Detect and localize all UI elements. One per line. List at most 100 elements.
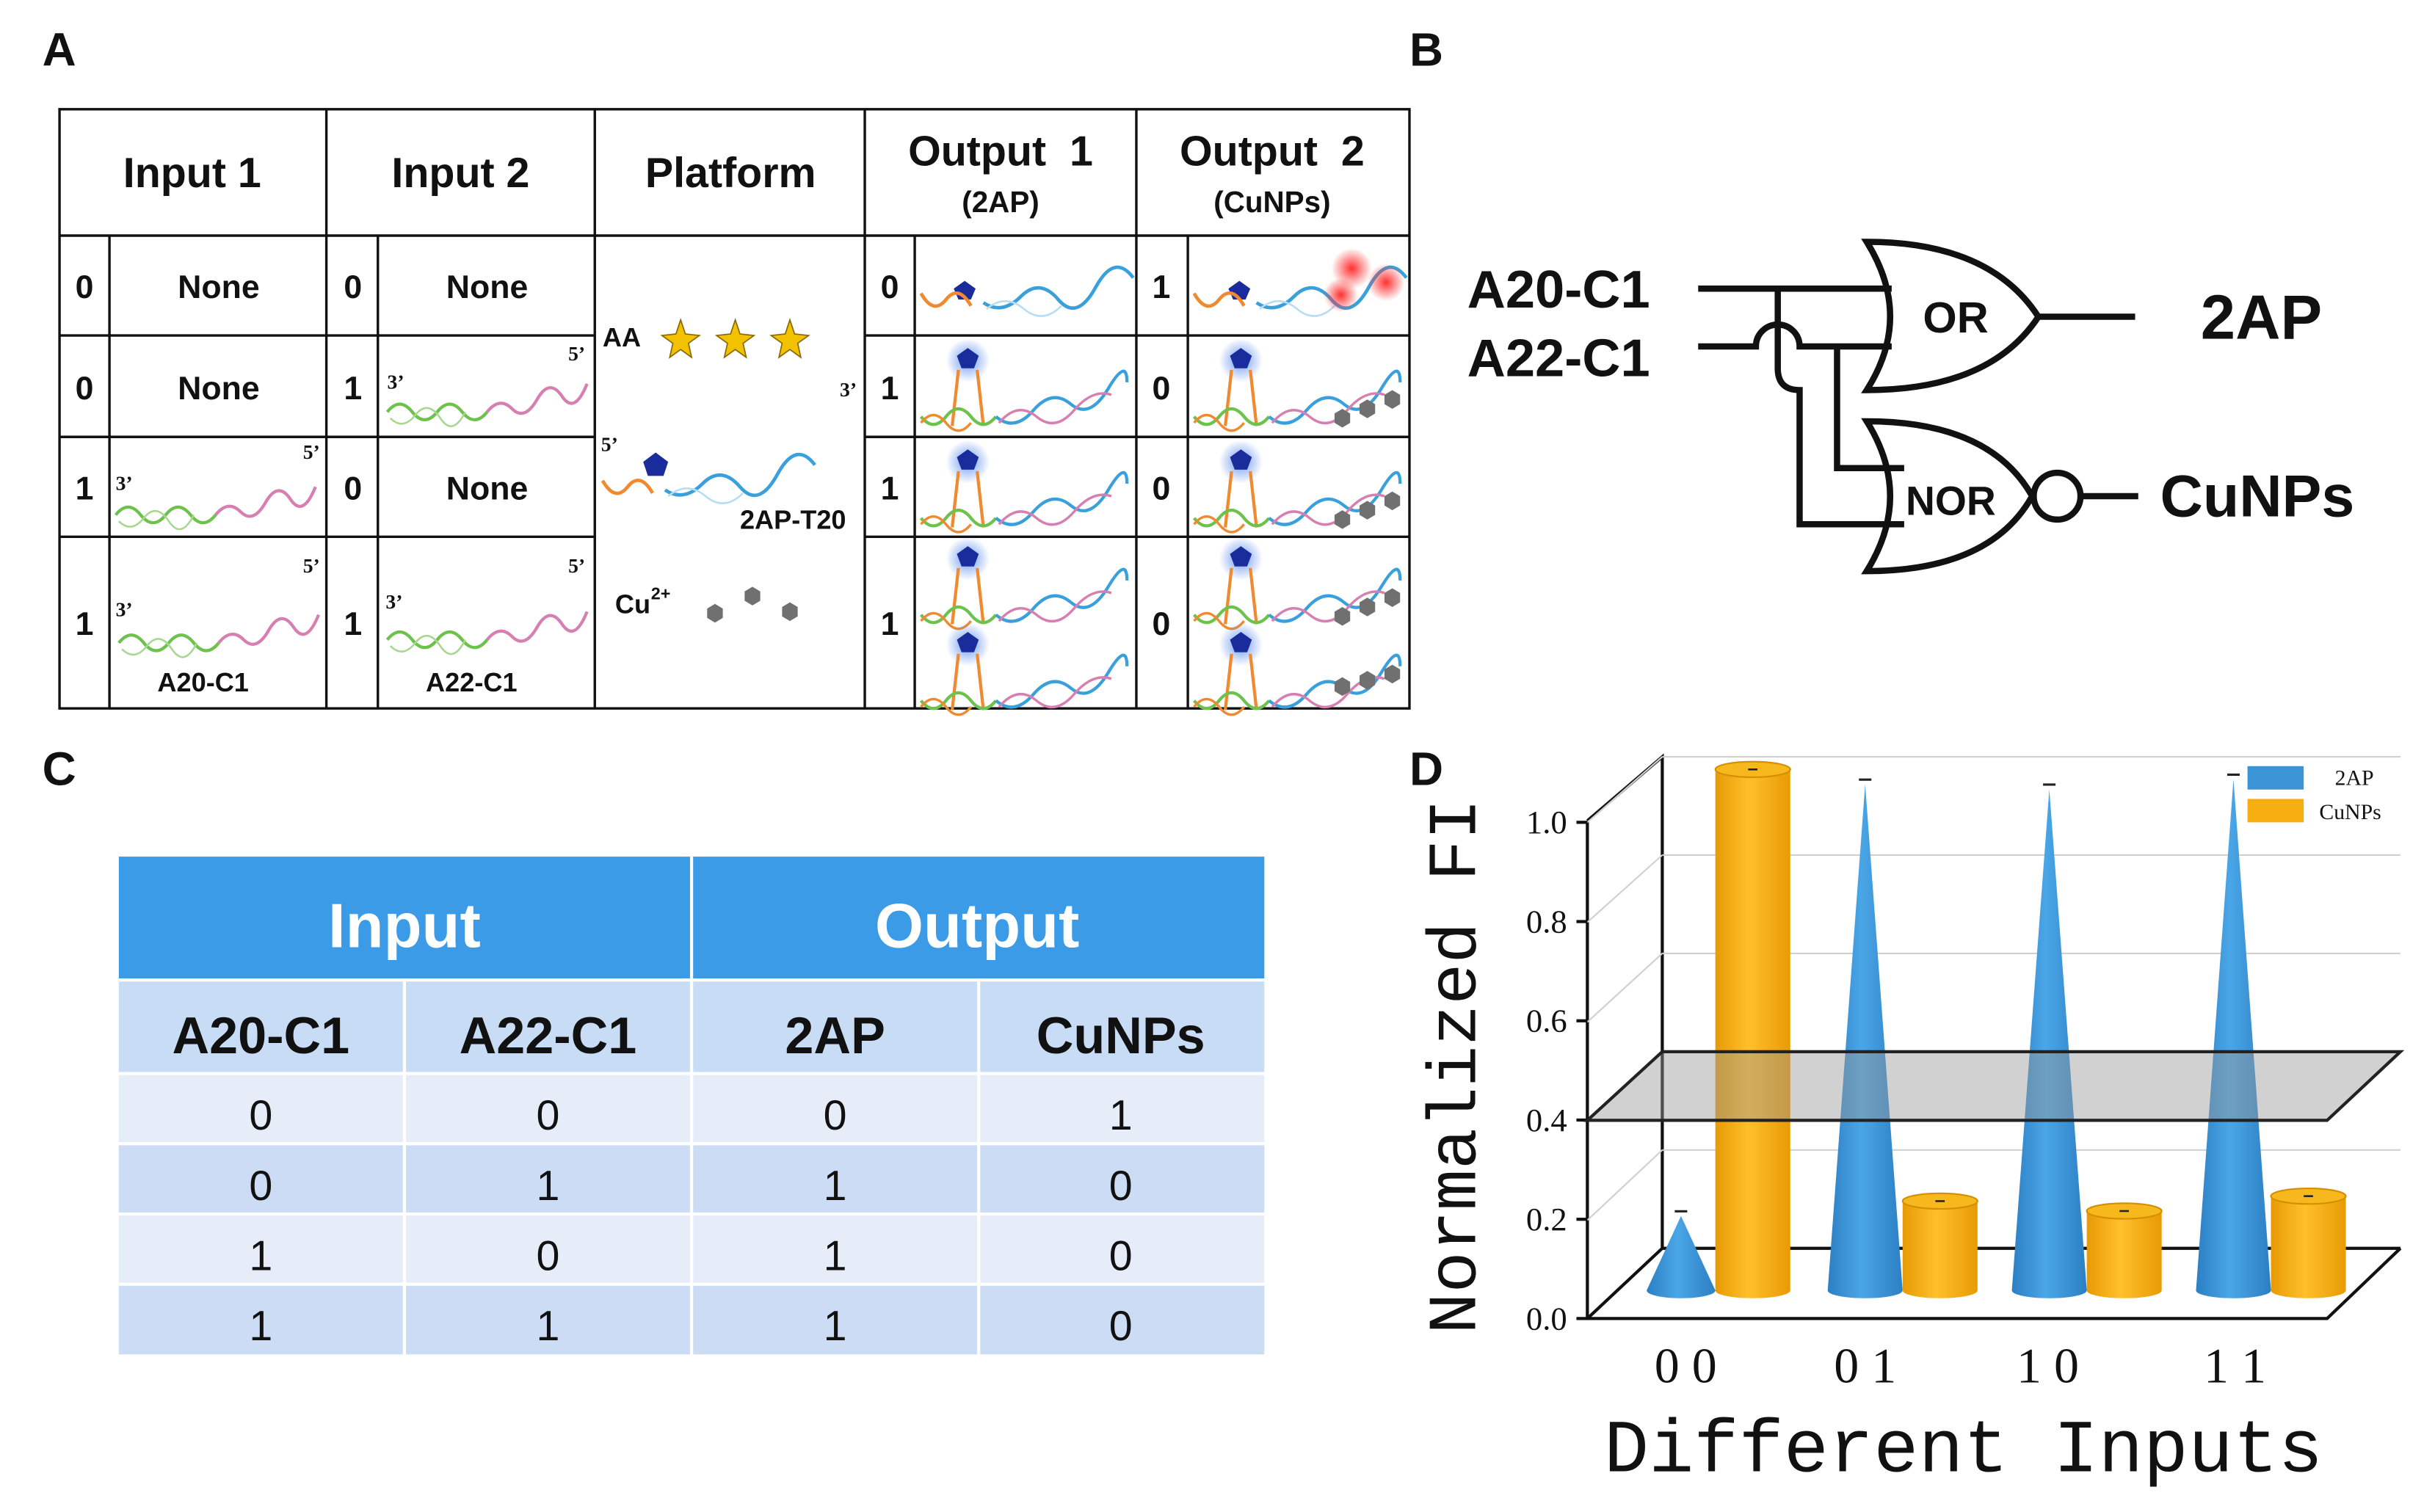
table-cell: 0 bbox=[537, 1092, 560, 1139]
table-cell: 1 bbox=[824, 1232, 847, 1279]
chart: 0.00.20.40.60.81.0 Normalized FI Differe… bbox=[1418, 753, 2405, 1494]
nor-gate-label: NOR bbox=[1906, 479, 1996, 524]
complex-with-cu-icon bbox=[1194, 338, 1401, 430]
table-cell: 1 bbox=[537, 1303, 560, 1350]
panel-label-c: C bbox=[43, 742, 76, 795]
end-3-label: 3’ bbox=[840, 378, 857, 401]
table-cell: 0 bbox=[537, 1232, 560, 1279]
table-cell: 1 bbox=[824, 1303, 847, 1350]
probe-label: 2AP-T20 bbox=[740, 505, 846, 535]
or-gate-label: OR bbox=[1923, 293, 1988, 342]
output-1-graphics bbox=[921, 267, 1133, 715]
row3-output1-value: 1 bbox=[881, 470, 899, 506]
y-tick-label: 0.6 bbox=[1526, 1003, 1567, 1039]
row3-input1-value: 1 bbox=[76, 470, 94, 506]
complex-icon bbox=[921, 622, 1128, 714]
legend-swatch-2ap bbox=[2247, 766, 2304, 790]
table-cell: 1 bbox=[537, 1163, 560, 1210]
x-axis-label: Different Inputs bbox=[1604, 1409, 2323, 1494]
legend-label-cunps: CuNPs bbox=[2319, 800, 2381, 824]
row3-input2-label: None bbox=[446, 470, 529, 506]
end-3-label: 3’ bbox=[388, 370, 404, 393]
panel-a-table bbox=[58, 108, 1411, 710]
end-5-label: 5’ bbox=[601, 432, 618, 455]
complex-icon bbox=[921, 537, 1128, 628]
y-tick-label: 1.0 bbox=[1526, 804, 1567, 840]
header-platform: Platform bbox=[645, 150, 816, 197]
col-header-a20: A20-C1 bbox=[172, 1006, 349, 1064]
bar-cunps bbox=[2086, 1210, 2162, 1298]
complex-with-cu-icon bbox=[1194, 622, 1401, 714]
panel-label-b: B bbox=[1409, 23, 1443, 76]
y-tick-label: 0.8 bbox=[1526, 903, 1567, 939]
table-cell: 1 bbox=[1109, 1092, 1133, 1139]
logic-circuit bbox=[1698, 239, 2138, 575]
bar-2ap bbox=[2196, 779, 2271, 1298]
bar-cunps bbox=[1715, 769, 1790, 1298]
x-tick-label: 1 0 bbox=[2017, 1338, 2079, 1394]
row2-input2-value: 1 bbox=[344, 371, 362, 407]
probe-with-nanoparticles-icon bbox=[1194, 248, 1407, 316]
y-tick-label: 0.2 bbox=[1526, 1201, 1567, 1237]
table-cell: 1 bbox=[824, 1163, 847, 1210]
y-axis-ticks: 0.00.20.40.60.81.0 bbox=[1526, 804, 1588, 1337]
cu-ion-icon bbox=[707, 586, 798, 623]
end-5-label: 5’ bbox=[303, 554, 320, 577]
output-2ap-label: 2AP bbox=[2201, 283, 2322, 352]
header-output-2: Output 2 bbox=[1180, 128, 1365, 175]
end-3-label: 3’ bbox=[116, 598, 133, 621]
complex-with-cu-icon bbox=[1194, 537, 1401, 628]
y-axis-label: Normalized FI bbox=[1418, 799, 1496, 1334]
complex-icon bbox=[921, 440, 1128, 532]
table-cell: 0 bbox=[824, 1092, 847, 1139]
bar-2ap bbox=[1827, 784, 1903, 1298]
panel-label-d: D bbox=[1409, 742, 1443, 795]
col-header-a22: A22-C1 bbox=[460, 1006, 637, 1064]
platform-cell: AA 2AP-T20 Cu 2+ bbox=[603, 318, 846, 623]
star-icon bbox=[660, 318, 810, 359]
table-cell: 0 bbox=[249, 1092, 272, 1139]
table-cell: 0 bbox=[1109, 1163, 1133, 1210]
row1-input2-value: 0 bbox=[344, 269, 362, 305]
header-output-1-sub: (2AP) bbox=[962, 185, 1039, 219]
group-header-input: Input bbox=[328, 891, 481, 961]
a22-c1-label: A22-C1 bbox=[426, 667, 517, 697]
row2-output1-value: 1 bbox=[881, 371, 899, 407]
row1-output2-value: 1 bbox=[1153, 269, 1171, 305]
row4-input1-value: 1 bbox=[76, 606, 94, 642]
end-3-label: 3’ bbox=[385, 590, 402, 613]
legend-swatch-cunps bbox=[2247, 799, 2304, 823]
or-gate-icon bbox=[1861, 239, 2042, 393]
bar-2ap bbox=[2011, 789, 2087, 1298]
input-a20-label: A20-C1 bbox=[1467, 261, 1650, 319]
output-cunps-label: CuNPs bbox=[2160, 464, 2355, 530]
x-tick-label: 0 0 bbox=[1655, 1338, 1717, 1394]
col-header-2ap: 2AP bbox=[785, 1006, 885, 1064]
cu-label: Cu bbox=[615, 589, 650, 619]
row1-input1-label: None bbox=[178, 269, 260, 305]
row1-input1-value: 0 bbox=[76, 269, 94, 305]
cu-charge-label: 2+ bbox=[651, 584, 671, 603]
row1-input2-label: None bbox=[446, 269, 529, 305]
row2-input1-label: None bbox=[178, 371, 260, 407]
bars-group bbox=[1647, 760, 2347, 1298]
group-header-output: Output bbox=[875, 891, 1080, 961]
row4-output2-value: 0 bbox=[1153, 606, 1171, 642]
end-5-label: 5’ bbox=[568, 342, 585, 365]
bar-cunps bbox=[1902, 1201, 1978, 1298]
threshold-plane bbox=[1583, 1050, 2405, 1122]
legend: 2AP CuNPs bbox=[2247, 766, 2381, 824]
col-header-cunps: CuNPs bbox=[1037, 1006, 1205, 1064]
legend-label-2ap: 2AP bbox=[2335, 766, 2374, 790]
header-output-2-sub: (CuNPs) bbox=[1213, 185, 1330, 219]
end-3-label: 3’ bbox=[116, 472, 133, 495]
table-cell: 0 bbox=[249, 1163, 272, 1210]
panel-label-a: A bbox=[43, 23, 76, 76]
row2-input1-value: 0 bbox=[76, 371, 94, 407]
probe-icon bbox=[921, 267, 1133, 316]
end-5-label: 5’ bbox=[568, 554, 585, 577]
end-5-label: 5’ bbox=[303, 440, 320, 463]
y-tick-label: 0.4 bbox=[1526, 1102, 1567, 1138]
